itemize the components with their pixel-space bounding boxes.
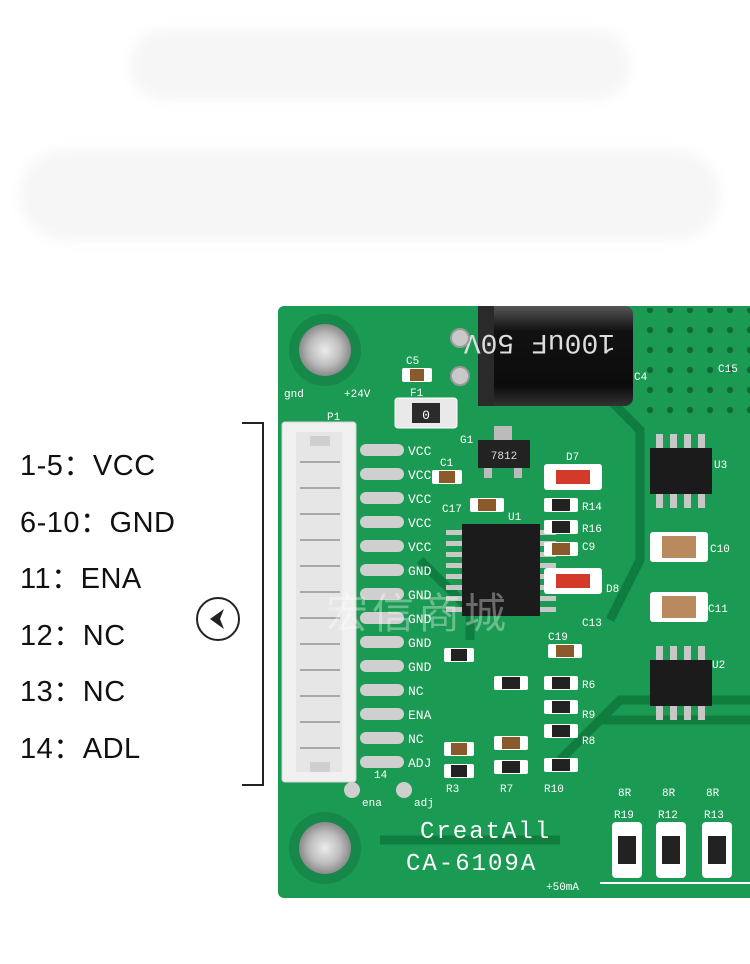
svg-text:U1: U1 [508,512,522,524]
svg-text:7812: 7812 [491,451,517,463]
svg-text:C11: C11 [708,604,728,616]
svg-text:R3: R3 [446,784,459,796]
chevron-left-icon [210,609,224,629]
pin-label: GND [408,636,432,651]
brand-label: CreatAll [420,819,551,846]
pin-label: VCC [408,444,432,459]
svg-text:U3: U3 [714,460,727,472]
svg-text:C19: C19 [548,632,568,644]
pinout-row: 1-5：VCC [20,450,156,482]
pin-label: ADJ [408,756,431,771]
svg-text:R7: R7 [500,784,513,796]
svg-text:C4: C4 [634,372,648,384]
pinout-legend: 1-5：VCC 6-10：GND 11：ENA 12：NC 13：NC 14：A… [20,446,260,785]
background-smudge [130,30,630,100]
svg-text:R13: R13 [704,810,724,822]
pinout-row: 11：ENA [20,563,142,595]
watermark: 宏信商城 [326,591,510,641]
electrolytic-capacitor [478,306,633,406]
ic-u2 [650,660,712,706]
pinout-row: 12：NC [20,619,126,652]
pin-label: GND [408,564,432,579]
svg-text:C1: C1 [440,458,454,470]
svg-text:R16: R16 [582,524,602,536]
svg-text:U2: U2 [712,660,725,672]
pin-label: GND [408,588,432,603]
ic-u1 [462,524,540,616]
svg-text:14: 14 [374,770,388,782]
svg-text:R19: R19 [614,810,634,822]
pin-label: NC [408,732,424,747]
pin-label: GND [408,660,432,675]
svg-text:8R: 8R [706,788,720,800]
pin-label: VCC [408,468,432,483]
pinout-row: 13：NC [20,676,126,708]
voltage-regulator [478,440,530,468]
svg-text:+24V: +24V [344,389,371,401]
pinout-row: 6-10：GND [20,506,176,539]
svg-text:C13: C13 [582,618,602,630]
pin-label: VCC [408,492,432,507]
pin-label: NC [408,684,424,699]
ic-u3 [650,448,712,494]
svg-text:gnd: gnd [284,389,304,401]
pinout-row: 14：ADL [20,732,141,765]
svg-text:C9: C9 [582,542,595,554]
svg-text:R9: R9 [582,710,595,722]
svg-text:8R: 8R [618,788,632,800]
svg-text:ena: ena [362,798,382,810]
svg-text:F1: F1 [410,388,424,400]
pin-label: VCC [408,540,432,555]
capacitor-label: 100uF 50V [464,326,615,357]
svg-text:C17: C17 [442,504,462,516]
svg-text:C10: C10 [710,544,730,556]
svg-text:C15: C15 [718,364,738,376]
pin-label: VCC [408,516,432,531]
svg-text:C5: C5 [406,356,419,368]
pin-label: GND [408,612,432,627]
pin-range-bracket [240,422,264,786]
background-smudge [20,150,720,240]
svg-text:8R: 8R [662,788,676,800]
svg-text:R10: R10 [544,784,564,796]
svg-text:P1: P1 [327,412,341,424]
svg-text:D8: D8 [606,584,619,596]
svg-text:R6: R6 [582,680,595,692]
svg-text:R12: R12 [658,810,678,822]
pin-label: ENA [408,708,432,723]
svg-text:adj: adj [414,798,434,810]
svg-text:R8: R8 [582,736,595,748]
pointer-arrow [196,597,240,641]
model-label: CA-6109A [406,851,537,878]
svg-text:G1: G1 [460,435,474,447]
svg-text:0: 0 [422,408,430,423]
current-note: +50mA [546,882,579,894]
svg-text:R14: R14 [582,502,602,514]
svg-text:D7: D7 [566,452,579,464]
